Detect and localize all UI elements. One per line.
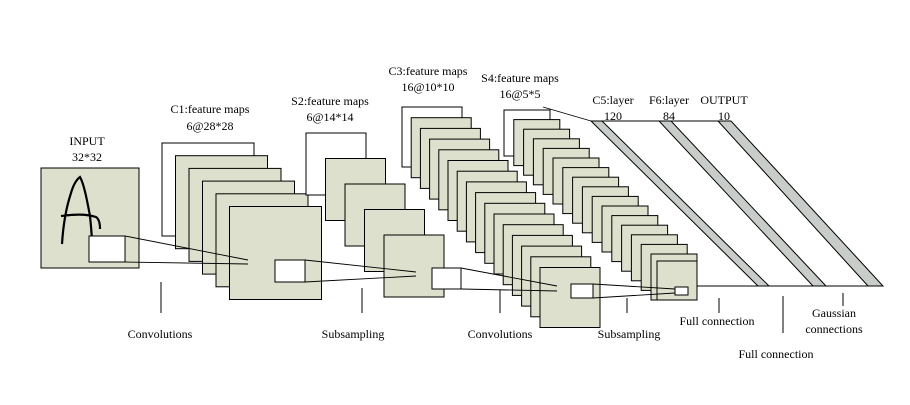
s4-size: 16@5*5 bbox=[499, 87, 540, 101]
input-label: INPUT bbox=[69, 134, 105, 148]
handwritten-digit-glyph bbox=[60, 175, 102, 245]
f6-size: 84 bbox=[663, 109, 675, 123]
c1-feature-maps bbox=[161, 142, 322, 300]
output-label: OUTPUT bbox=[700, 93, 748, 107]
c3-label: C3:feature maps bbox=[389, 64, 468, 78]
s4-to-c5-top-line bbox=[542, 106, 592, 122]
s2-feature-maps bbox=[305, 132, 445, 298]
input-size: 32*32 bbox=[72, 150, 102, 164]
c5-label: C5:layer bbox=[592, 93, 633, 107]
input-layer: INPUT 32*32 bbox=[40, 134, 140, 269]
c5-receptive-field bbox=[674, 286, 689, 296]
c1-receptive-field bbox=[274, 259, 306, 283]
op-gaussian-line2: connections bbox=[805, 322, 863, 336]
op-subsampling-2: Subsampling bbox=[598, 327, 661, 341]
input-receptive-field bbox=[88, 235, 126, 263]
fully-connected-layers bbox=[542, 106, 885, 287]
connection-lines bbox=[124, 235, 676, 299]
output-layer-band bbox=[716, 120, 885, 287]
s4-label: S4:feature maps bbox=[481, 71, 559, 85]
c3-size: 16@10*10 bbox=[401, 80, 454, 94]
op-convolutions-1: Convolutions bbox=[128, 327, 193, 341]
c1-map-6 bbox=[229, 206, 322, 300]
op-gaussian-line1: Gaussian bbox=[812, 306, 856, 320]
s2-size: 6@14*14 bbox=[306, 110, 353, 124]
c5-size: 120 bbox=[604, 109, 622, 123]
output-size: 10 bbox=[718, 109, 730, 123]
s2-label: S2:feature maps bbox=[291, 94, 369, 108]
op-convolutions-2: Convolutions bbox=[468, 327, 533, 341]
f6-label: F6:layer bbox=[649, 93, 689, 107]
operation-ticks bbox=[160, 282, 844, 333]
s4-feature-maps bbox=[503, 109, 698, 301]
op-full-connection-1: Full connection bbox=[680, 314, 755, 328]
c1-size: 6@28*28 bbox=[186, 119, 233, 133]
c3-feature-maps bbox=[401, 106, 601, 328]
c1-label: C1:feature maps bbox=[171, 102, 250, 116]
op-full-connection-2: Full connection bbox=[739, 347, 814, 361]
op-subsampling-1: Subsampling bbox=[322, 327, 385, 341]
s4-receptive-field bbox=[570, 283, 594, 299]
c3-receptive-field bbox=[431, 267, 462, 290]
